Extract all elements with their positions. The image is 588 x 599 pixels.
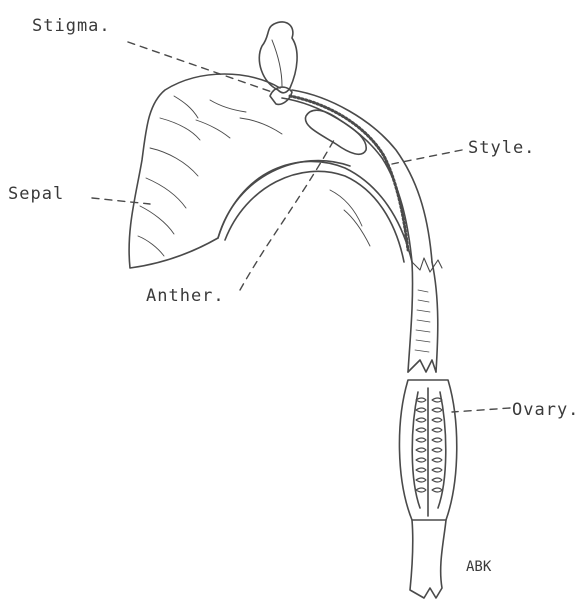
style-leader (392, 150, 462, 164)
style-beaded (290, 96, 408, 250)
neck-left (408, 262, 413, 372)
pedicel (410, 520, 446, 598)
neck-right (432, 262, 438, 372)
artist-signature: ABK (466, 560, 491, 574)
sepal-leader (92, 198, 150, 204)
neck-hatching (415, 290, 430, 352)
stigma-leader (128, 42, 272, 92)
ovary-leader (452, 408, 510, 412)
sepal-outline (129, 74, 412, 268)
neck-zigzag (412, 258, 442, 272)
ovary-label: Ovary. (512, 402, 579, 419)
style-label: Style. (468, 140, 535, 157)
anther-label: Anther. (146, 288, 225, 305)
stigma-label: Stigma. (32, 18, 111, 35)
neck-v (408, 360, 436, 372)
anther (305, 110, 366, 154)
ovules (416, 398, 442, 492)
sepal-hatching (138, 96, 370, 256)
stigma-lobe-vein (272, 40, 282, 86)
sepal-label: Sepal (8, 186, 64, 203)
